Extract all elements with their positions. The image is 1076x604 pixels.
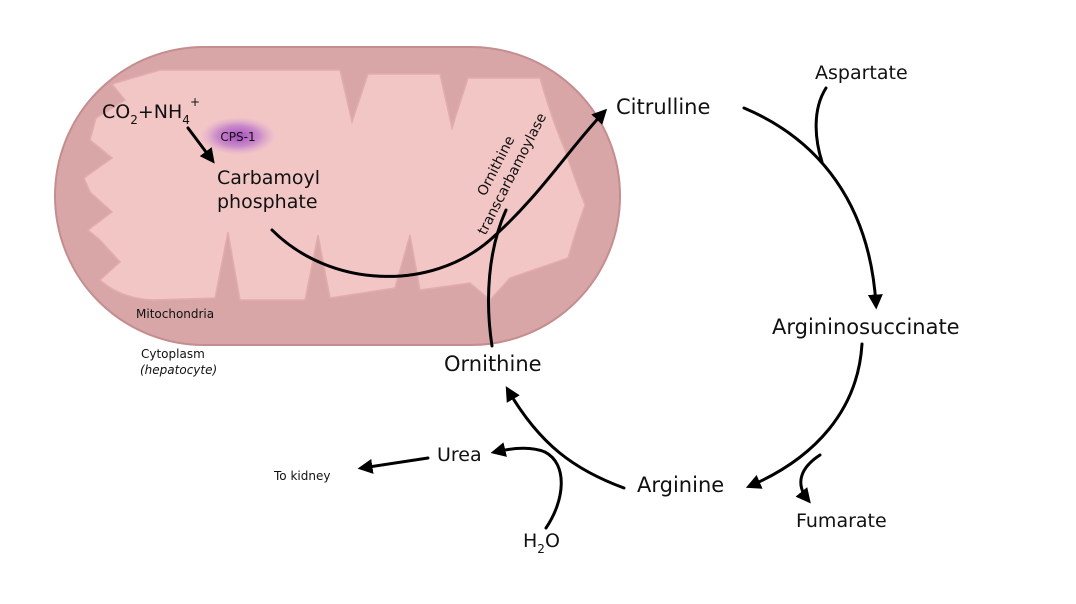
argininosuccinate-label: Argininosuccinate xyxy=(772,315,960,339)
urea-label: Urea xyxy=(437,444,482,466)
water-tail: O xyxy=(545,530,560,552)
aspartate-label: Aspartate xyxy=(815,62,908,84)
cps1-label: CPS-1 xyxy=(220,130,255,144)
arrow-aspartate-joining xyxy=(814,86,828,164)
arrow-citrulline-to-argininosuccinate xyxy=(742,106,883,310)
arrow-ornithine-to-citrulline xyxy=(487,208,508,348)
arrow-carbamoyl-to-citrulline xyxy=(270,108,608,278)
arrow-water-to-urea xyxy=(490,442,563,530)
mitochondria-label: Mitochondria xyxy=(136,307,214,321)
arrow-reactants-to-carbamoyl xyxy=(186,126,215,164)
co2-base: CO xyxy=(102,101,130,123)
water-label: H2O xyxy=(523,530,560,556)
cytoplasm-label: Cytoplasm xyxy=(141,347,205,361)
nh4-superscript: + xyxy=(190,95,200,109)
arrow-argininosuccinate-to-arginine xyxy=(745,342,864,489)
ornithine-label: Ornithine xyxy=(444,352,542,376)
co2-subscript: 2 xyxy=(130,113,138,127)
water-subscript: 2 xyxy=(537,542,545,556)
arrow-urea-to-kidney xyxy=(357,456,430,474)
carbamoyl-phosphate-line2: phosphate xyxy=(217,191,318,213)
nh4-subscript: 4 xyxy=(182,113,190,127)
cps1-glow xyxy=(200,117,276,155)
nh4-base: NH xyxy=(154,101,183,123)
carbamoyl-phosphate-line1: Carbamoyl xyxy=(217,167,320,189)
mitochondrion xyxy=(54,46,621,346)
to-kidney-label: To kidney xyxy=(273,469,330,483)
arrow-fumarate-branch xyxy=(795,453,822,504)
hepatocyte-label: (hepatocyte) xyxy=(140,363,217,377)
fumarate-label: Fumarate xyxy=(796,510,887,532)
arginine-label: Arginine xyxy=(637,473,724,497)
citrulline-label: Citrulline xyxy=(616,95,710,119)
reactants-label: CO2+NH4+ xyxy=(102,95,200,127)
arrow-arginine-to-ornithine xyxy=(505,386,626,490)
water-base: H xyxy=(523,530,537,552)
plus-sign: + xyxy=(138,101,154,123)
